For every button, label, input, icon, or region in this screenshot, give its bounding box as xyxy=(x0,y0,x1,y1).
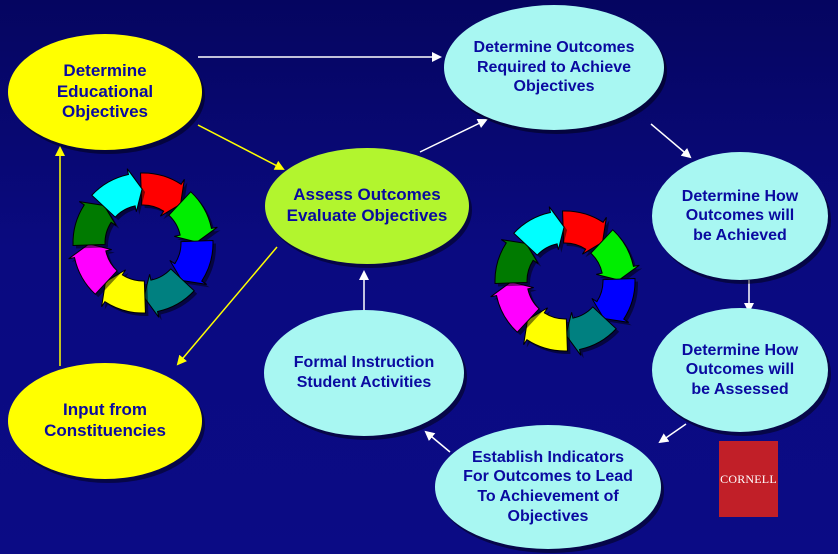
node-how-assessed-text: Determine How Outcomes will be Assessed xyxy=(682,341,798,400)
node-line: Determine How xyxy=(681,187,799,205)
node-line: Determine xyxy=(63,60,147,80)
node-formal-instruction: Formal Instruction Student Activities xyxy=(264,310,464,436)
cornell-logo: CORNELL xyxy=(719,441,778,517)
cornell-logo-text: CORNELL xyxy=(720,471,777,486)
node-input-constituencies: Input from Constituencies xyxy=(8,363,202,479)
node-indicators-text: Establish Indicators For Outcomes to Lea… xyxy=(463,448,633,526)
node-assess-outcomes: Assess Outcomes Evaluate Objectives xyxy=(265,148,469,264)
arrow-outcomes-to-achieved xyxy=(650,123,692,159)
node-how-achieved: Determine How Outcomes will be Achieved xyxy=(652,152,828,280)
node-line: Outcomes will xyxy=(685,361,795,379)
cycle-arrow-segment xyxy=(72,201,117,246)
cycle-arrow-segment xyxy=(140,172,185,217)
cycle-arrow-segment xyxy=(91,168,143,218)
node-line: Objectives xyxy=(513,78,595,96)
arrow-assess-to-outcomes xyxy=(419,118,488,153)
node-educational-objectives-text: Determine Educational Objectives xyxy=(57,61,153,123)
cycle-arrow-segment xyxy=(590,229,640,281)
node-determine-outcomes: Determine Outcomes Required to Achieve O… xyxy=(444,5,664,130)
cycle-arrow-segment xyxy=(562,210,607,255)
arrow-objectives-to-assess xyxy=(197,124,285,170)
node-line: Educational xyxy=(56,81,154,101)
node-line: For Outcomes to Lead xyxy=(463,468,633,486)
cycle-arrow-segment xyxy=(513,206,565,256)
node-line: Evaluate Objectives xyxy=(286,206,448,225)
cycle-icon-right xyxy=(490,206,643,359)
node-line: Outcomes will xyxy=(685,207,795,225)
node-line: Determine How xyxy=(681,341,799,359)
node-line: be Achieved xyxy=(693,226,787,244)
cycle-arrow-segment xyxy=(169,240,214,285)
cycle-arrow-segment xyxy=(68,243,118,295)
node-line: Assess Outcomes xyxy=(293,185,441,205)
arrow-assessed-to-indicators xyxy=(658,423,687,444)
node-line: To Achievement of xyxy=(477,488,619,505)
node-line: Input from xyxy=(62,400,148,420)
node-input-constituencies-text: Input from Constituencies xyxy=(44,400,166,441)
node-how-achieved-text: Determine How Outcomes will be Achieved xyxy=(682,187,798,246)
arrow-assess-to-input xyxy=(176,246,278,366)
node-line: Objectives xyxy=(61,102,148,122)
arrow-indicators-to-formal xyxy=(424,430,451,453)
cycle-arrow-segment xyxy=(143,268,195,318)
node-line: Establish Indicators xyxy=(471,448,625,466)
node-line: Determine Outcomes xyxy=(473,39,635,57)
node-determine-outcomes-text: Determine Outcomes Required to Achieve O… xyxy=(474,38,635,97)
node-line: Formal Instruction xyxy=(293,354,435,372)
node-educational-objectives: Determine Educational Objectives xyxy=(8,34,202,150)
node-line: Objectives xyxy=(507,507,589,525)
cycle-icon-left xyxy=(68,168,221,321)
node-assess-outcomes-text: Assess Outcomes Evaluate Objectives xyxy=(287,185,448,226)
cycle-arrow-segment xyxy=(168,191,218,243)
node-indicators: Establish Indicators For Outcomes to Lea… xyxy=(435,425,661,549)
node-formal-instruction-text: Formal Instruction Student Activities xyxy=(294,353,434,392)
node-line: Constituencies xyxy=(44,421,166,440)
node-line: Student Activities xyxy=(296,374,432,391)
node-how-assessed: Determine How Outcomes will be Assessed xyxy=(652,308,828,432)
cycle-arrow-segment xyxy=(494,239,539,284)
cycle-arrow-segment xyxy=(565,306,617,356)
cycle-arrow-segment xyxy=(490,281,540,333)
node-line: be Assessed xyxy=(691,380,789,398)
cycle-arrow-segment xyxy=(591,278,636,323)
node-line: Required to Achieve xyxy=(476,58,632,76)
